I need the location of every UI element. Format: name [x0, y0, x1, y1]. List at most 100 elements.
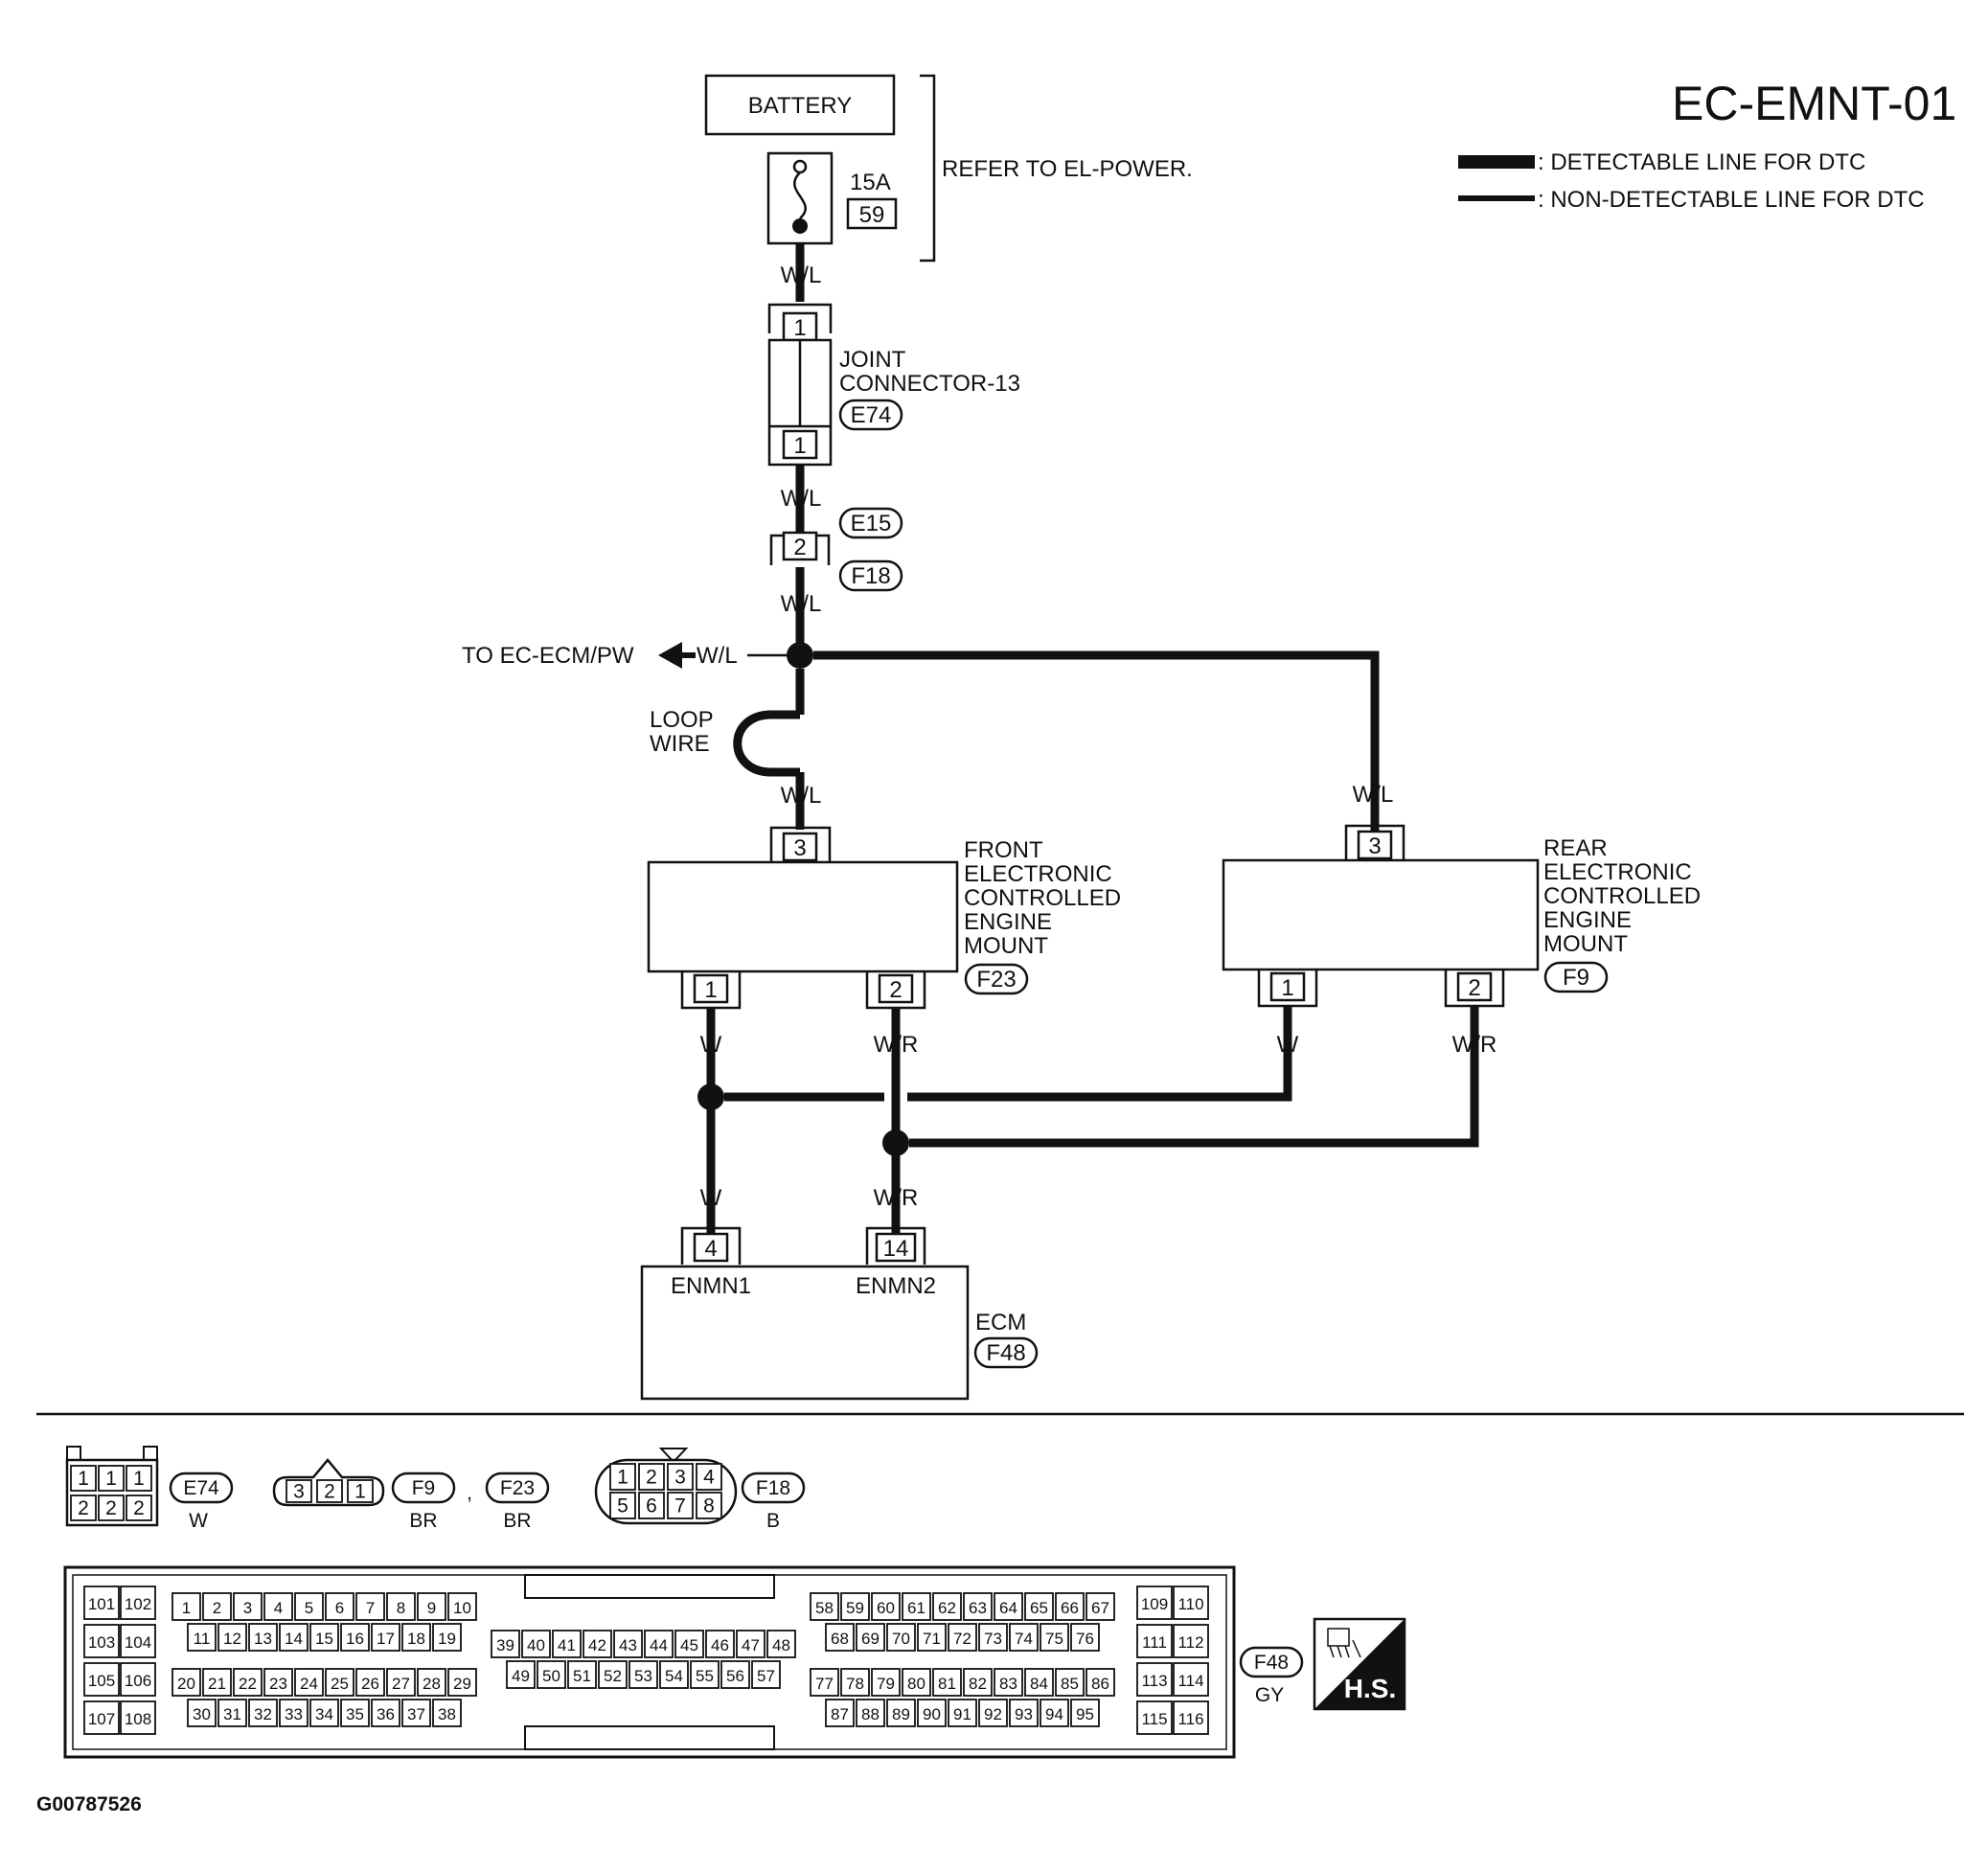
front-connector: F23 — [976, 967, 1016, 993]
fuse-element — [793, 171, 807, 219]
f48-pin-cell — [325, 1668, 354, 1697]
f48-pin: 74 — [1015, 1630, 1033, 1648]
f48-pin-cell — [171, 1668, 201, 1697]
f48-pin: 20 — [177, 1675, 195, 1693]
f48-pin-cell — [355, 1592, 385, 1621]
legend-non-detectable: : NON-DETECTABLE LINE FOR DTC — [1538, 187, 1925, 213]
f48-pin-cell — [401, 1699, 431, 1727]
f48-pin: 23 — [269, 1675, 287, 1693]
f48-pin-cell — [978, 1623, 1008, 1652]
f48-pin: 90 — [923, 1705, 941, 1723]
f48-pin: 9 — [427, 1599, 436, 1617]
f48-pin: 78 — [846, 1675, 864, 1693]
f48-pin: 15 — [315, 1630, 333, 1648]
f48-pin-cell — [233, 1668, 263, 1697]
f48-pin: 39 — [496, 1636, 514, 1654]
f48-pin: 88 — [861, 1705, 880, 1723]
f48-pin: 41 — [558, 1636, 576, 1654]
f48-pin: 83 — [999, 1675, 1017, 1693]
f48-pin: 28 — [423, 1675, 441, 1693]
f48-pin-cell — [978, 1699, 1008, 1727]
f48-pin: 50 — [542, 1667, 560, 1685]
f48-pin: 114 — [1177, 1672, 1203, 1690]
fuse-number: 59 — [859, 202, 885, 228]
wire-label-wl-2: W/L — [781, 486, 822, 512]
f48-pin-cell — [825, 1623, 855, 1652]
e74-pin: 1 — [133, 1468, 145, 1490]
f48-pin: 105 — [88, 1672, 115, 1690]
ecm-connector: F48 — [986, 1340, 1025, 1366]
f48-pin-cell — [325, 1592, 354, 1621]
f48-pin-cell — [279, 1699, 308, 1727]
e74-pin-cell — [70, 1495, 97, 1521]
f9-pin: 1 — [354, 1481, 366, 1503]
e74-view-color: W — [189, 1510, 208, 1532]
f48-pin: 115 — [1141, 1710, 1167, 1728]
f48-pin: 25 — [331, 1675, 349, 1693]
jc-label-2: CONNECTOR-13 — [839, 371, 1020, 397]
battery-label: BATTERY — [748, 93, 852, 119]
f48-pin-cell — [386, 1668, 416, 1697]
f48-pin-cell — [309, 1623, 339, 1652]
f48-pin-cell — [825, 1699, 855, 1727]
f48-pin-cell — [294, 1668, 324, 1697]
wire-label-w-front: W — [700, 1032, 722, 1058]
f48-pin-cell — [187, 1699, 217, 1727]
harness-connector-e15: E15 — [851, 511, 892, 536]
f48-pin: 48 — [772, 1636, 790, 1654]
f48-pin: 49 — [512, 1667, 530, 1685]
f48-pin: 11 — [194, 1630, 211, 1648]
f48-pin: 75 — [1045, 1630, 1063, 1648]
f48-pin: 93 — [1015, 1705, 1033, 1723]
e74-pin-cell — [98, 1465, 125, 1492]
f48-pin: 80 — [907, 1675, 925, 1693]
f48-pin: 66 — [1061, 1599, 1079, 1617]
f48-pin: 109 — [1141, 1595, 1168, 1613]
f48-pin-cell — [886, 1623, 916, 1652]
f48-pin-cell — [340, 1699, 370, 1727]
f48-pin-cell — [217, 1623, 247, 1652]
f48-pin-cell — [233, 1592, 263, 1621]
f48-pin: 44 — [650, 1636, 668, 1654]
f48-pin: 56 — [726, 1667, 744, 1685]
branch-to-label: TO EC-ECM/PW — [462, 643, 634, 669]
legend-detectable: : DETECTABLE LINE FOR DTC — [1538, 149, 1865, 175]
branch-arrow-icon — [658, 642, 682, 669]
f48-pin: 21 — [208, 1675, 226, 1693]
f48-pin-cell — [1136, 1586, 1173, 1620]
f48-pin: 47 — [742, 1636, 760, 1654]
f48-pin: 51 — [573, 1667, 591, 1685]
f48-pin-cell — [120, 1662, 156, 1697]
f9-f23-separator: , — [467, 1482, 472, 1504]
f48-pin: 2 — [213, 1599, 221, 1617]
f48-pin-cell — [171, 1592, 201, 1621]
e74-view-tag — [169, 1472, 234, 1504]
f48-pin: 62 — [938, 1599, 956, 1617]
f48-pin: 57 — [757, 1667, 775, 1685]
front-pin2: 2 — [889, 977, 902, 1003]
f48-pin: 104 — [125, 1633, 151, 1652]
fuse-rating: 15A — [850, 170, 891, 195]
f48-pin: 54 — [665, 1667, 683, 1685]
f48-pin-cell — [340, 1623, 370, 1652]
f48-pin-cell — [644, 1630, 674, 1658]
wire-label-w-ecm: W — [700, 1185, 722, 1211]
f48-pin: 101 — [88, 1595, 115, 1613]
f48-pin-cell — [202, 1668, 232, 1697]
f48-pin-cell — [1009, 1623, 1039, 1652]
f48-pin: 45 — [680, 1636, 698, 1654]
harness-connector-f18: F18 — [851, 563, 890, 589]
harness-connector-e15-tag — [838, 507, 903, 539]
ecm-label: ECM — [975, 1310, 1026, 1335]
f48-pin-cell — [1173, 1662, 1209, 1697]
f48-pin-cell — [386, 1592, 416, 1621]
f48-pin: 17 — [377, 1630, 395, 1648]
jc-connector: E74 — [851, 402, 892, 428]
f48-pin-cell — [83, 1662, 120, 1697]
f48-pin: 76 — [1076, 1630, 1094, 1648]
f48-pin-cell — [263, 1668, 293, 1697]
f48-pin: 6 — [335, 1599, 344, 1617]
